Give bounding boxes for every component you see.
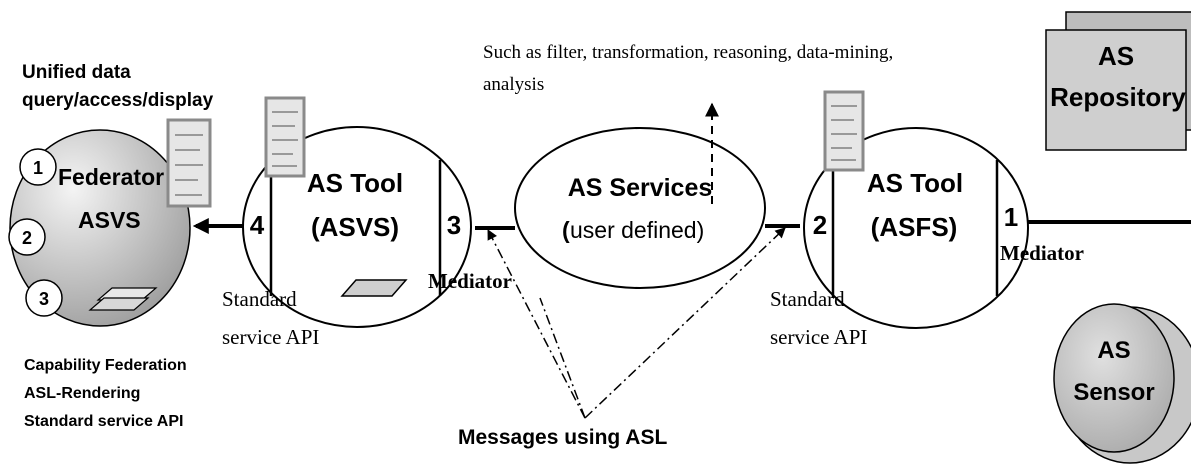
mediator-left-label: Mediator (428, 269, 512, 293)
as-tool-asfs-title: AS Tool (867, 168, 963, 198)
repository-label-line2: Repository (1050, 82, 1186, 112)
federator-title: Federator (58, 164, 164, 190)
sensor-front-disc (1053, 303, 1175, 453)
as-tool-asfs: AS Tool (ASFS) 2 1 (803, 127, 1029, 329)
messages-using-asl-label: Messages using ASL (458, 426, 667, 449)
as-sensor: AS Sensor (1053, 303, 1191, 464)
as-tool-asfs-ellipse (803, 127, 1029, 329)
federator-badge-2 (8, 218, 46, 256)
asl-message-lines (487, 227, 786, 419)
std-api-left-line1: Standard (222, 287, 297, 311)
services-note-line2: analysis (483, 74, 544, 95)
as-tool-asvs-subtitle: (ASVS) (311, 212, 399, 242)
as-services-ellipse (514, 127, 766, 289)
as-services-subtitle: user defined) (570, 217, 704, 243)
as-services: AS Services ( user defined) (514, 127, 766, 289)
as-tool-asvs-title: AS Tool (307, 168, 403, 198)
repository-label-line1: AS (1098, 41, 1134, 71)
asl-line-to-asfs (584, 227, 786, 419)
capabilities-line1: Capability Federation (24, 357, 187, 374)
asl-line-to-asvs (487, 229, 586, 419)
repository-front-box (1045, 29, 1187, 151)
federator-badge-2-text: 2 (22, 228, 32, 248)
federator-badge-3 (25, 279, 63, 317)
capabilities-line2: ASL-Rendering (24, 385, 140, 402)
federator-subtitle: ASVS (78, 207, 141, 233)
sensor-label-line2: Sensor (1073, 379, 1154, 406)
as-services-title: AS Services (568, 174, 713, 202)
as-tool-asvs-port-3: 3 (447, 210, 461, 240)
as-tool-asvs-port-4: 4 (250, 210, 265, 240)
as-tool-asfs-port-1: 1 (1004, 202, 1018, 232)
sensor-label-line1: AS (1097, 337, 1130, 364)
federator-badge-1-text: 1 (33, 158, 43, 178)
services-note-line1: Such as filter, transformation, reasonin… (483, 42, 893, 63)
asl-line-to-services (539, 297, 586, 419)
document-icon-asfs (823, 90, 865, 172)
std-api-right-line2: service API (770, 325, 867, 349)
federator-badge-3-text: 3 (39, 289, 49, 309)
federator-circle (9, 129, 191, 327)
std-api-right-line1: Standard (770, 287, 845, 311)
as-tool-asfs-subtitle: (ASFS) (871, 212, 958, 242)
as-repository: AS Repository (1045, 11, 1191, 151)
document-icon-federator (166, 118, 212, 208)
document-icon-asvs (264, 96, 306, 178)
unified-data-label-line2: query/access/display (22, 90, 214, 111)
layers-icon-bottom (88, 297, 150, 311)
federator-asvs: Federator ASVS 1 2 3 (8, 129, 191, 327)
mediator-right-label: Mediator (1000, 241, 1084, 265)
as-tool-asvs-layer-icon (340, 279, 408, 297)
federator-badge-1 (19, 148, 57, 186)
as-tool-asfs-port-2: 2 (813, 210, 827, 240)
unified-data-label-line1: Unified data (22, 62, 131, 83)
std-api-left-line2: service API (222, 325, 319, 349)
as-services-subtitle-paren: ( (562, 217, 570, 243)
capabilities-line3: Standard service API (24, 413, 183, 430)
